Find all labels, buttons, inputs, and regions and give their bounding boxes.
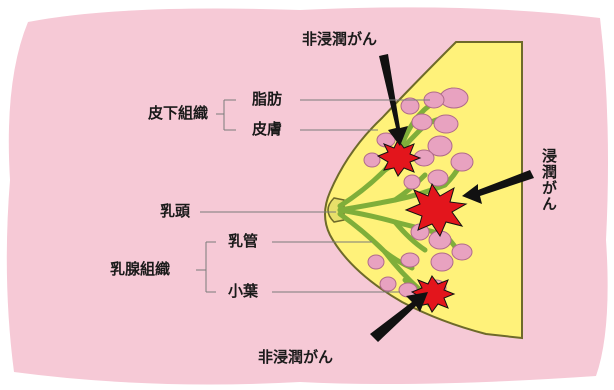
label-fat: 脂肪: [252, 92, 282, 107]
label-lobule: 小葉: [228, 284, 258, 299]
label-mammary-tissue: 乳腺組織: [110, 262, 170, 277]
label-noninvasive-bottom: 非浸潤がん: [258, 350, 333, 365]
label-subcutaneous-tissue: 皮下組織: [148, 106, 208, 121]
label-skin: 皮膚: [252, 122, 282, 137]
label-noninvasive-top: 非浸潤がん: [302, 32, 377, 47]
label-invasive: 浸潤がん: [541, 148, 556, 212]
label-nipple: 乳頭: [160, 204, 190, 219]
label-duct: 乳管: [228, 234, 258, 249]
